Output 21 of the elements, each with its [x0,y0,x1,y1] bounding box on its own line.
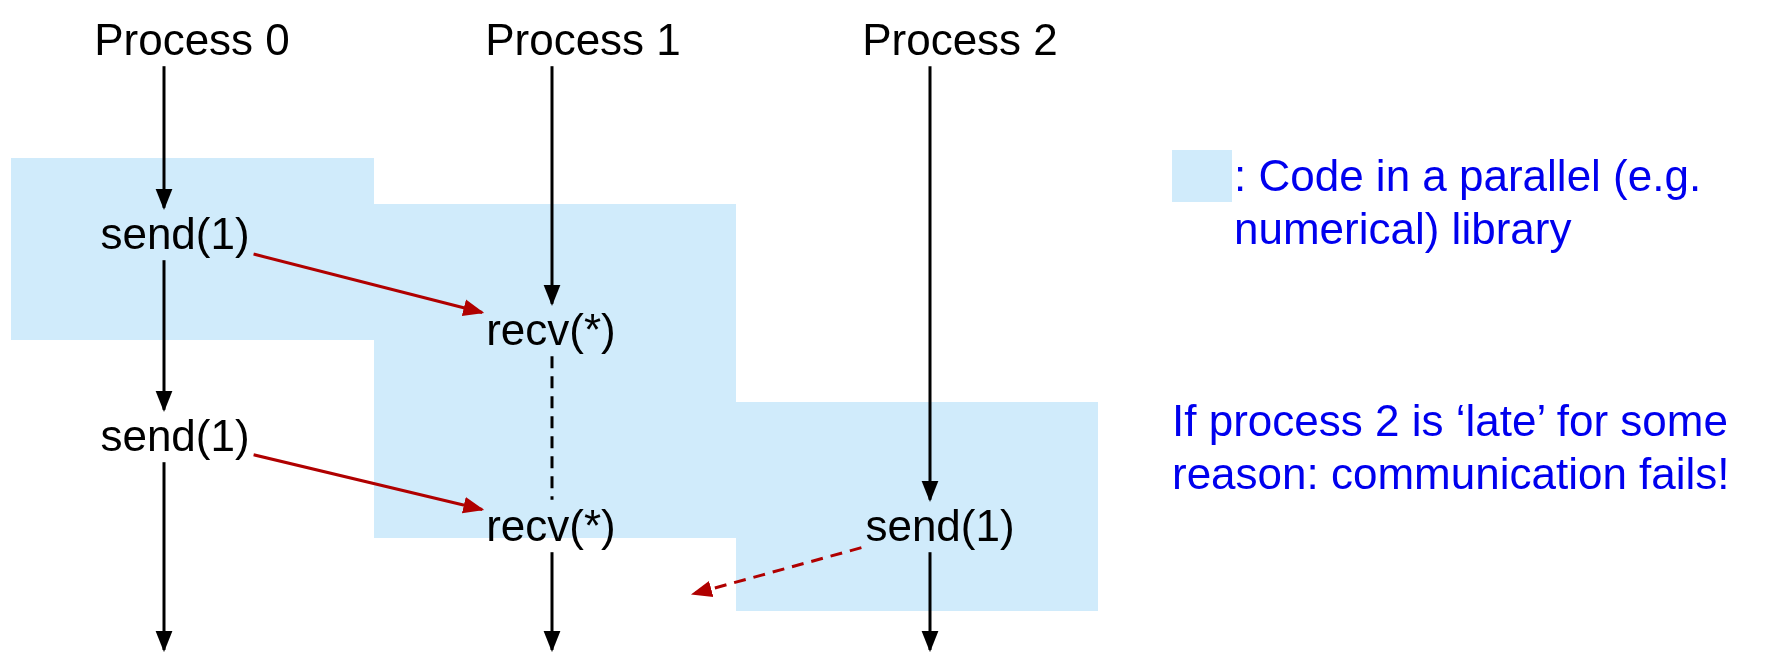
arrow [543,66,561,306]
process-heading: Process 2 [858,13,1062,67]
process-heading: Process 0 [90,13,294,67]
call-label: send(1) [96,207,254,261]
arrow [921,66,939,502]
process-heading: Process 1 [481,13,685,67]
arrow [921,552,939,653]
note-text: If process 2 is ‘late’ for some reason: communication fails! [1172,395,1731,500]
arrow [691,546,862,598]
arrow [155,66,173,210]
connector-line [550,356,554,500]
arrow [155,462,173,653]
call-label: recv(*) [482,499,620,553]
arrow [543,552,561,653]
legend-text: : Code in a parallel (e.g. numerical) library [1234,150,1703,255]
call-label: recv(*) [482,303,620,357]
arrow [253,252,485,316]
call-label: send(1) [861,499,1019,553]
arrow [253,453,485,514]
call-label: send(1) [96,409,254,463]
arrow [155,260,173,412]
